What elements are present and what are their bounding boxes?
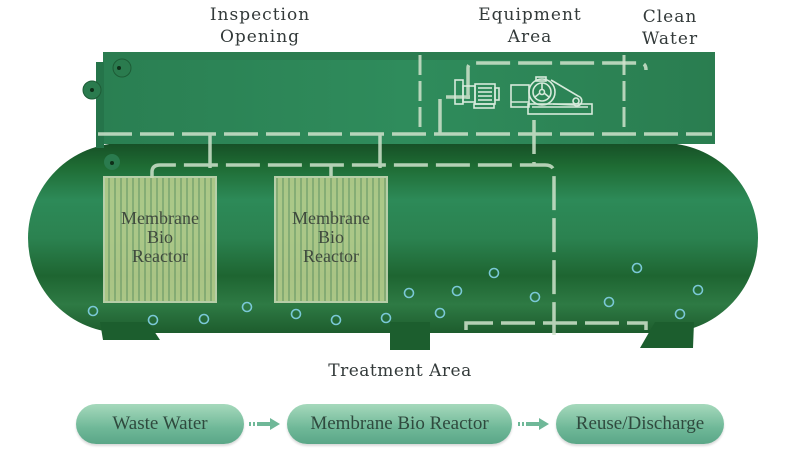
flow-step-waste-water: Waste Water	[76, 404, 244, 444]
equipment-area-label: Equipment Area	[460, 4, 600, 48]
bubble-icon	[147, 314, 159, 326]
treatment-area-label: Treatment Area	[328, 361, 472, 381]
label-line: Area	[507, 27, 553, 47]
bubble-icon	[241, 301, 253, 313]
membrane-bio-reactor-2: Membrane Bio Reactor	[274, 176, 388, 303]
equipment-box	[82, 52, 715, 170]
bubble-icon	[451, 285, 463, 297]
bubble-icon	[403, 287, 415, 299]
bubble-icon	[488, 267, 500, 279]
bubble-icon	[198, 313, 210, 325]
label-line: Water	[641, 29, 699, 49]
pipe-network	[98, 61, 712, 335]
nozzle-icon	[112, 58, 132, 78]
reactor-label-line: Bio	[318, 227, 344, 247]
blower-icon	[510, 76, 593, 115]
reactor-label-line: Bio	[147, 227, 173, 247]
tank-leg	[390, 322, 430, 350]
bubble-icon	[603, 296, 615, 308]
flow-step-membrane-bio-reactor: Membrane Bio Reactor	[287, 404, 512, 444]
reactor-label-line: Membrane	[292, 208, 370, 228]
arrow-right-icon	[249, 418, 280, 430]
bubble-icon	[87, 305, 99, 317]
label-line: Inspection	[209, 5, 311, 25]
clean-water-label: Clean Water	[620, 6, 720, 50]
label-line: Equipment	[478, 5, 582, 25]
pump-icon	[454, 79, 500, 109]
bubble-icon	[529, 291, 541, 303]
bubble-icon	[380, 312, 392, 324]
reactor-label-line: Membrane	[121, 208, 199, 228]
tank-leg	[640, 322, 694, 348]
bubble-icon	[290, 308, 302, 320]
reactor-label-line: Reactor	[303, 246, 359, 266]
tank-leg	[100, 322, 160, 340]
bubble-icon	[631, 262, 643, 274]
membrane-bio-reactor-1: Membrane Bio Reactor	[103, 176, 217, 303]
inspection-opening-label: Inspection Opening	[190, 4, 330, 48]
bubble-icon	[330, 314, 342, 326]
arrow-right-icon	[518, 418, 549, 430]
label-line: Clean	[642, 7, 698, 27]
flow-step-reuse-discharge: Reuse/Discharge	[556, 404, 724, 444]
bubble-icon	[692, 284, 704, 296]
bubble-icon	[434, 307, 446, 319]
bubble-icon	[674, 308, 686, 320]
reactor-label-line: Reactor	[132, 246, 188, 266]
label-line: Opening	[219, 27, 301, 47]
air-bubbles	[87, 262, 704, 326]
